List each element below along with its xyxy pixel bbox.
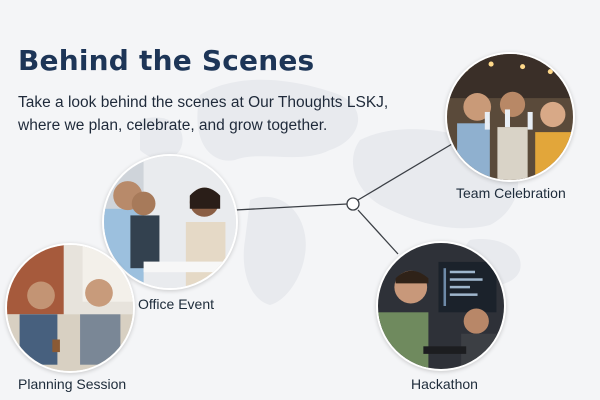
connector-line-hackathon (357, 209, 399, 255)
page-subtitle: Take a look behind the scenes at Our Tho… (18, 94, 389, 134)
connector-hub-icon (346, 197, 360, 211)
hackathon-photo[interactable] (376, 241, 506, 371)
page-title: Behind the Scenes (18, 44, 315, 77)
planning-session-illustration (7, 245, 133, 371)
planning-session-photo[interactable] (5, 243, 135, 373)
team-celebration-label: Team Celebration (456, 185, 566, 201)
hackathon-label: Hackathon (411, 376, 478, 392)
office-event-label: Office Event (138, 296, 215, 312)
connector-line-celebration (357, 143, 453, 201)
office-event-photo[interactable] (102, 154, 238, 290)
team-celebration-photo[interactable] (445, 52, 575, 182)
connector-line-office (234, 203, 348, 211)
office-event-illustration (104, 156, 236, 288)
team-celebration-illustration (447, 54, 573, 180)
planning-session-label: Planning Session (18, 376, 127, 392)
hackathon-illustration (378, 243, 504, 369)
